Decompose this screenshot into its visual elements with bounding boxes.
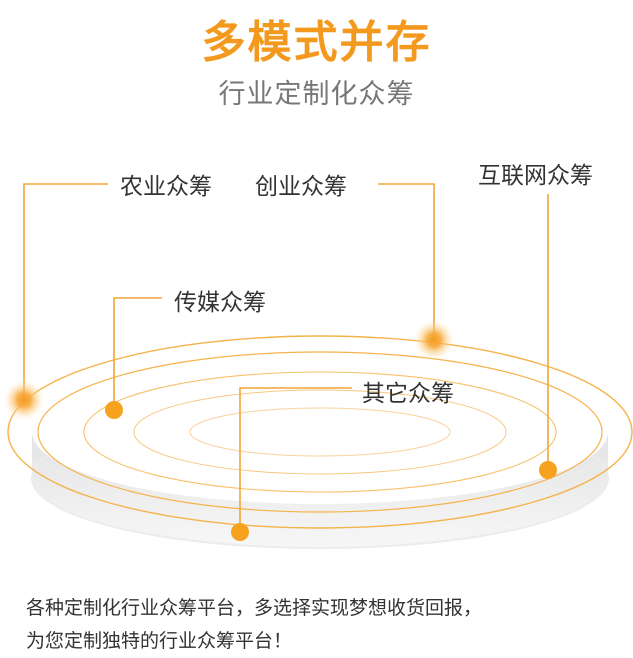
connector-other	[239, 387, 352, 532]
page-title: 多模式并存	[201, 17, 432, 68]
label-media-crowdfunding: 传媒众筹	[174, 290, 266, 316]
label-startup-crowdfunding: 创业众筹	[255, 174, 347, 200]
platform-illustration	[4, 183, 633, 549]
page-subtitle: 行业定制化众筹	[218, 79, 415, 110]
node-media	[105, 401, 123, 419]
description-line-1: 各种定制化行业众筹平台，多选择实现梦想收货回报，	[26, 597, 483, 619]
label-other-crowdfunding: 其它众筹	[362, 381, 454, 407]
glow-node-left	[4, 380, 44, 420]
orbit-rings	[7, 335, 633, 529]
connector-startup	[378, 183, 435, 340]
glow-node-startup	[414, 320, 454, 360]
description-line-2: 为您定制独特的行业众筹平台！	[26, 630, 293, 652]
node-internet	[539, 461, 557, 479]
connector-media	[113, 297, 162, 410]
connector-agriculture	[23, 183, 108, 400]
platform-disc	[31, 360, 609, 549]
label-agriculture-crowdfunding: 农业众筹	[120, 174, 212, 200]
description: 各种定制化行业众筹平台，多选择实现梦想收货回报， 为您定制独特的行业众筹平台！	[26, 592, 616, 658]
node-other	[231, 523, 249, 541]
label-internet-crowdfunding: 互联网众筹	[478, 163, 593, 189]
